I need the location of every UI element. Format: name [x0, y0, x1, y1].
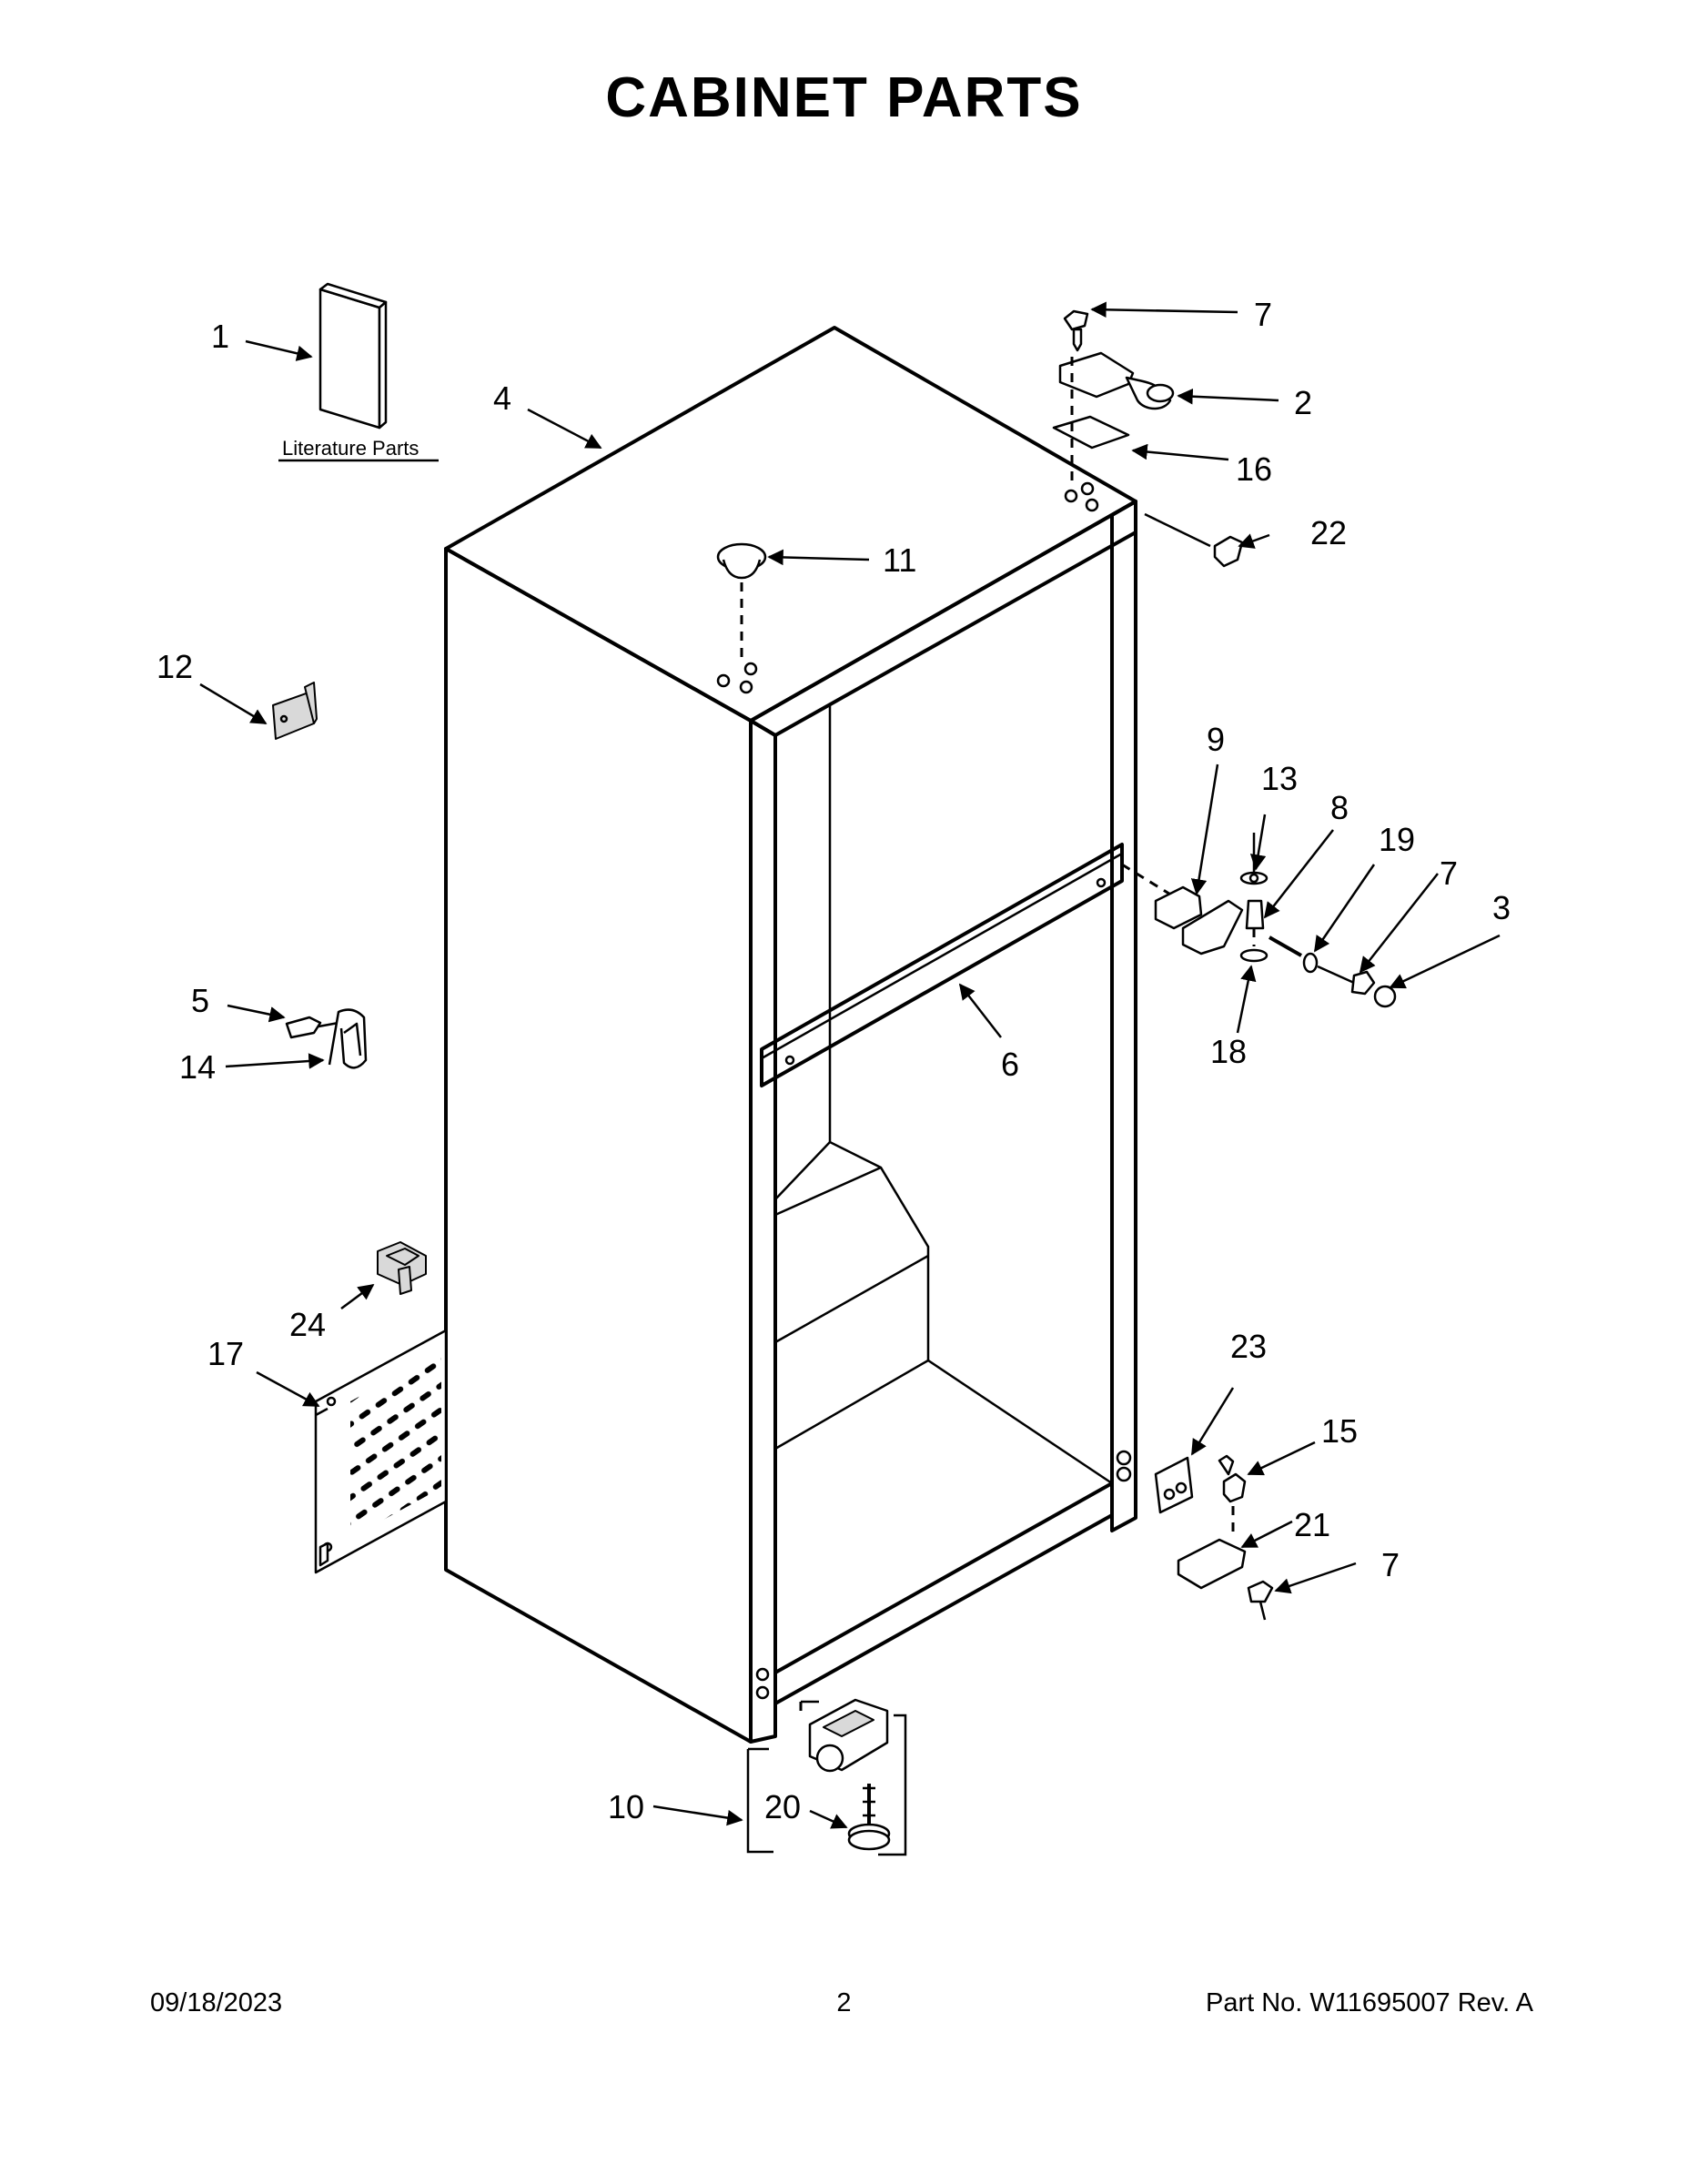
- callout-16: 16: [1236, 450, 1272, 488]
- footer-date: 09/18/2023: [150, 1988, 283, 2017]
- callout-7c: 7: [1381, 1546, 1400, 1583]
- footer-page-number: 2: [836, 1988, 852, 2017]
- footer-part-number: Part No. W11695007 Rev. A: [1205, 1988, 1533, 2017]
- leveling-leg-assembly: [746, 1698, 907, 1856]
- callout-7: 7: [1254, 296, 1272, 333]
- callout-20: 20: [764, 1788, 801, 1825]
- callout-21: 21: [1294, 1506, 1330, 1543]
- cabinet: [444, 326, 1137, 1744]
- callout-19: 19: [1379, 821, 1415, 858]
- top-hinge-assembly: [1052, 309, 1175, 482]
- callout-23: 23: [1230, 1328, 1267, 1365]
- callout-17: 17: [207, 1335, 244, 1372]
- callout-15: 15: [1321, 1412, 1358, 1450]
- callout-1: 1: [211, 318, 229, 355]
- callout-24: 24: [289, 1306, 326, 1343]
- callout-11: 11: [883, 541, 916, 579]
- callout-4: 4: [493, 379, 511, 417]
- center-hinge-group: [1121, 833, 1397, 1008]
- callout-18: 18: [1210, 1033, 1247, 1070]
- callout-8: 8: [1330, 789, 1349, 826]
- clip-and-screw: [285, 1008, 368, 1069]
- callout-22: 22: [1310, 514, 1347, 551]
- hinge-cover: [1144, 512, 1244, 568]
- callout-13: 13: [1261, 760, 1298, 797]
- literature-parts-icon: [278, 282, 439, 462]
- mullion-bar: [760, 843, 1124, 1087]
- literature-parts-label: Literature Parts: [282, 437, 419, 460]
- callout-7b: 7: [1440, 854, 1458, 892]
- callout-3: 3: [1492, 889, 1511, 926]
- leader-lines: [199, 301, 1501, 1829]
- callout-6: 6: [1001, 1046, 1019, 1083]
- page-title: CABINET PARTS: [605, 66, 1083, 129]
- plug-button: [716, 542, 767, 664]
- callout-labels: 1 4 7 2 16 22 11 12 9 13 8 19 7 3 18 6 5…: [157, 296, 1511, 1825]
- callout-14: 14: [179, 1048, 216, 1086]
- callout-5: 5: [191, 982, 209, 1019]
- clip-bracket: [377, 1241, 427, 1295]
- callout-12: 12: [157, 648, 193, 685]
- bottom-hinge-group: [1154, 1454, 1274, 1621]
- callout-9: 9: [1207, 721, 1225, 758]
- callout-10: 10: [608, 1788, 644, 1825]
- rear-access-panel: [314, 1329, 448, 1574]
- callout-2: 2: [1294, 384, 1312, 421]
- small-bracket: [272, 682, 318, 740]
